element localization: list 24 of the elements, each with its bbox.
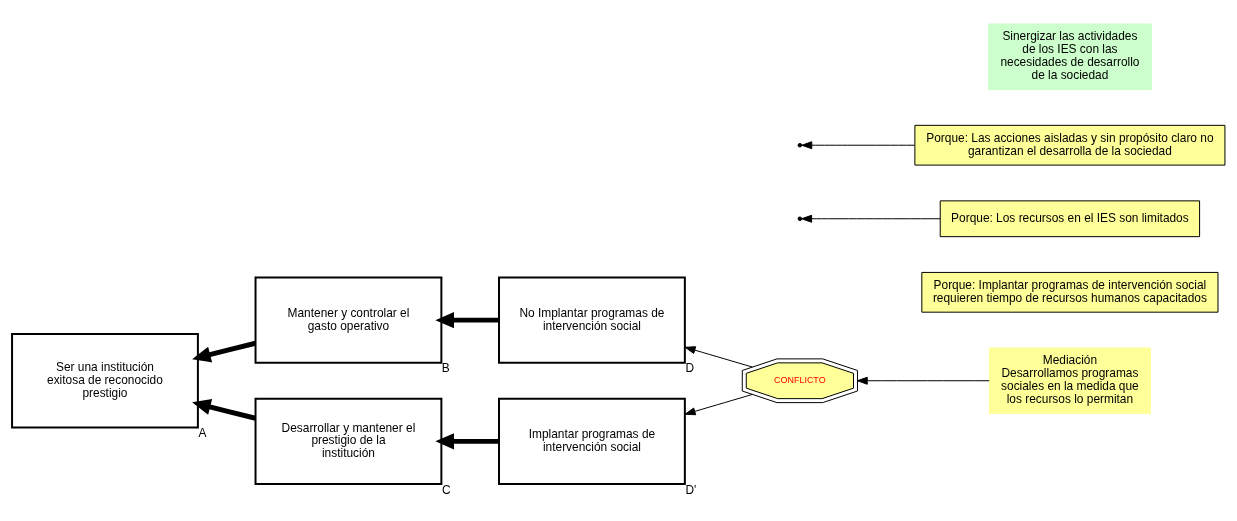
node-label: D'	[685, 482, 697, 497]
arrow	[435, 311, 499, 329]
node-label: A	[198, 426, 207, 440]
node-box: Porque: Implantar programas de intervención social requieren tiempo de recursos humanos capacitados	[921, 271, 1219, 313]
arrow	[435, 433, 499, 450]
node-box: Mediación Desarrollamos programas sociales en la medida que los recursos lo permitan	[988, 347, 1151, 415]
arrow	[684, 393, 753, 416]
arrow	[684, 346, 753, 368]
node-label: C	[442, 482, 451, 497]
arrow	[192, 340, 257, 363]
arrow	[192, 399, 257, 421]
node-box: Porque: Los recursos en el IES son limitados	[939, 200, 1201, 238]
node-box: Ser una institución exitosa de reconocido prestigio	[11, 333, 199, 429]
node-box: Mantener y controlar el gasto operativo	[254, 276, 443, 364]
arrow	[801, 214, 941, 223]
node-box: Desarrollar y mantener el prestigio de la institución	[254, 397, 443, 486]
node-box: No Implantar programas de intervención social	[498, 276, 686, 364]
node-box: Implantar programas de intervención social	[498, 397, 686, 486]
arrow	[856, 376, 990, 385]
arrow	[801, 141, 916, 150]
node-box: Sinergizar las actividades de los IES con las necesidades de desarrollo de la sociedad	[987, 23, 1152, 91]
node-label: B	[441, 361, 450, 376]
node-box: Porque: Las acciones aisladas y sin propósito claro no garantizan el desarrolla de la sociedad	[914, 124, 1226, 166]
node-label: D	[685, 361, 695, 376]
